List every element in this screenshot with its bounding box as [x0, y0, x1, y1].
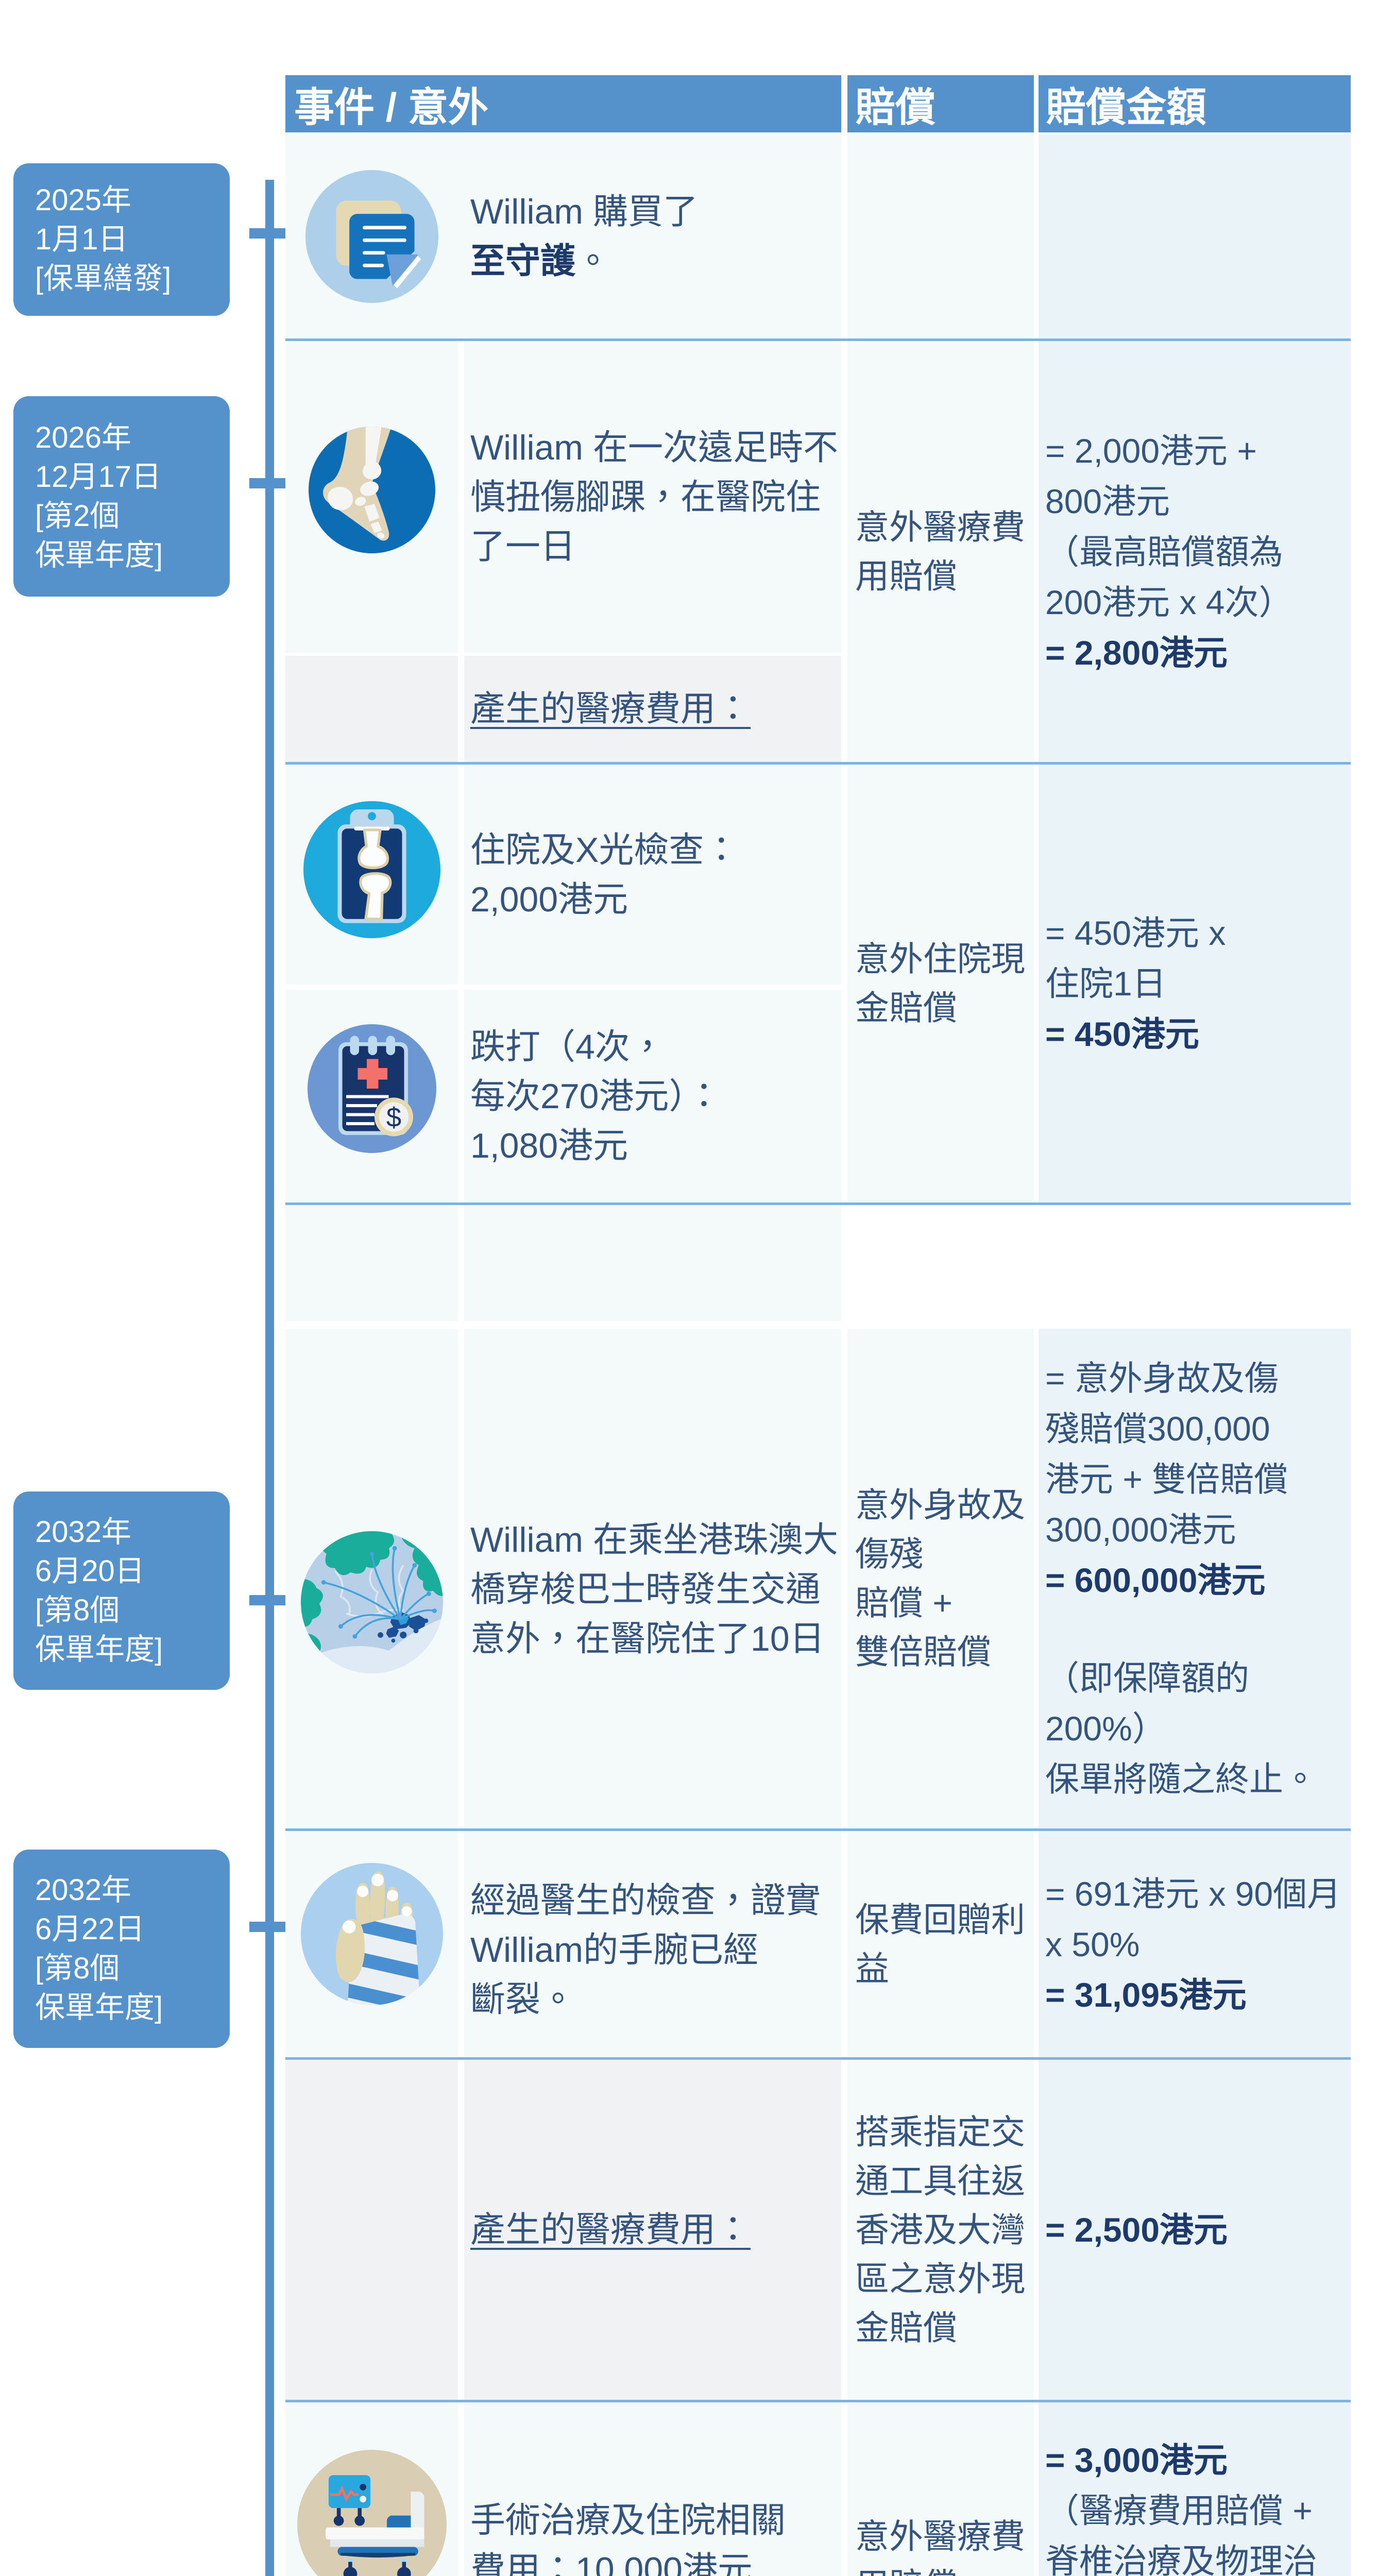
- hospital-cash-1-comp-cell: 意外住院現 金賠償: [847, 765, 1034, 1202]
- timeline-date-box-1: 2025年 1月1日 [保單繕發]: [13, 163, 230, 316]
- wrist-icon-cell: [285, 1831, 458, 2057]
- purchase-tail: 。: [575, 242, 611, 281]
- wrist-event-text: 經過醫生的檢查，證實 William的手腕已經 斷裂。: [470, 1880, 821, 2019]
- medical-receipt-icon: $: [307, 1024, 436, 1153]
- bus-comp-cell: 意外身故及 傷殘 賠償 + 雙倍賠償: [847, 1329, 1034, 1828]
- timeline-tick-3: [249, 1595, 290, 1605]
- ankle-event-text: William 在一次遠足時不 慎扭傷腳踝，在醫院住 了一日: [470, 428, 838, 566]
- purchase-amount-cell: [1039, 134, 1351, 338]
- surgery-amount-note: （醫療費用賠償 + 脊椎治療及物理治 療的最高賠償限 額）: [1045, 2492, 1317, 2576]
- bus-amount-note: （即保障額的 200%） 保單將隨之終止。: [1045, 1659, 1317, 1798]
- hospital-cash-1-amount-text: = 450港元 x 住院1日: [1045, 914, 1226, 1003]
- ankle-icon-cell: [285, 341, 458, 653]
- timeline-tick-1: [249, 228, 290, 239]
- transport-amount-total: = 2,500港元: [1045, 2211, 1228, 2249]
- wrist-cast-icon: [300, 1862, 443, 2005]
- surgery-amount-total: = 3,000港元: [1045, 2441, 1228, 2479]
- separator-4: [285, 1828, 1351, 1831]
- wrist-comp-cell: 保費回贈利 益: [847, 1831, 1034, 2057]
- medical-fees-1-desc-cell: 產生的醫療費用：: [464, 656, 841, 762]
- timeline-date-3: 2032年 6月20日 [第8個 保單年度]: [35, 1515, 163, 1666]
- surgery-amount-cell: = 3,000港元 （醫療費用賠償 + 脊椎治療及物理治 療的最高賠償限 額）: [1039, 2402, 1351, 2576]
- bus-event-text: William 在乘坐港珠澳大 橋穿梭巴士時發生交通 意外，在醫院住了10日: [470, 1520, 838, 1658]
- medical-fees-2-desc-cell: 產生的醫療費用：: [464, 2060, 841, 2400]
- surgery-desc-cell: 手術治療及住院相關 費用：10,000港元: [464, 2402, 841, 2576]
- bus-desc-cell: William 在乘坐港珠澳大 橋穿梭巴士時發生交通 意外，在醫院住了10日: [464, 1329, 841, 1828]
- medical-fees-2-label: 產生的醫療費用：: [470, 2210, 751, 2249]
- hospital-cash-1-comp-text: 意外住院現 金賠償: [855, 940, 1025, 1027]
- separator-3: [285, 1202, 1351, 1205]
- header-amount-column: 賠償金額: [1039, 75, 1351, 132]
- header-amount-label: 賠償金額: [1046, 84, 1207, 130]
- separator-5: [285, 2057, 1351, 2060]
- ankle-comp-text: 意外醫療費 用賠償: [855, 507, 1025, 595]
- timeline-tick-2: [249, 478, 290, 488]
- bus-comp-text: 意外身故及 傷殘 賠償 + 雙倍賠償: [855, 1486, 1025, 1671]
- separator-6: [285, 2400, 1351, 2402]
- wrist-amount-total: = 31,095港元: [1045, 1975, 1247, 2014]
- transport-comp-text: 搭乘指定交 通工具往返 香港及大灣 區之意外現 金賠償: [855, 2112, 1025, 2347]
- wrist-comp-text: 保費回贈利 益: [855, 1900, 1025, 1988]
- purchase-event-cell: William 購買了 至守護。: [285, 134, 841, 338]
- separator-2: [285, 762, 1351, 765]
- bus-amount-text: = 意外身故及傷 殘賠償300,000 港元 + 雙倍賠償 300,000港元: [1045, 1359, 1288, 1549]
- purchase-comp-cell: [847, 134, 1034, 338]
- header-event-label: 事件 / 意外: [294, 84, 489, 130]
- timeline-date-box-4: 2032年 6月22日 [第8個 保單年度]: [13, 1850, 230, 2048]
- bus-icon-cell: [285, 1329, 458, 1828]
- ankle-desc-cell: William 在一次遠足時不 慎扭傷腳踝，在醫院住 了一日: [464, 341, 841, 653]
- hospital-cash-1-amount-total: = 450港元: [1045, 1015, 1199, 1053]
- transport-comp-cell: 搭乘指定交 通工具往返 香港及大灣 區之意外現 金賠償: [847, 2060, 1034, 2400]
- header-comp-column: 賠償: [847, 75, 1034, 132]
- svg-text:$: $: [386, 1103, 401, 1133]
- wrist-desc-cell: 經過醫生的檢查，證實 William的手腕已經 斷裂。: [464, 1831, 841, 2057]
- purchase-text: William 購買了 至守護。: [470, 187, 698, 286]
- bonesetter-icon-cell: $: [285, 990, 458, 1202]
- separator-1: [285, 338, 1351, 341]
- policy-document-icon: [305, 170, 438, 303]
- greater-bay-area-map-icon: [300, 1531, 443, 1673]
- header-event-column: 事件 / 意外: [285, 75, 841, 132]
- purchase-line1: William 購買了: [470, 192, 698, 231]
- timeline-tick-4: [249, 1922, 290, 1932]
- ankle-amount-cell: = 2,000港元 + 800港元 （最高賠償額為 200港元 x 4次） = …: [1039, 341, 1351, 762]
- header-comp-label: 賠償: [855, 84, 936, 130]
- medical-fees-1-icon-cell: [285, 656, 458, 762]
- bonesetter-desc-cell: 跌打（4次， 每次270港元）： 1,080港元: [464, 990, 841, 1202]
- timeline-date-box-2: 2026年 12月17日 [第2個 保單年度]: [13, 396, 230, 597]
- spacer-icon-cell: [285, 1205, 458, 1321]
- xray-icon: [303, 801, 440, 938]
- wrist-amount-text: = 691港元 x 90個月 x 50%: [1045, 1874, 1341, 1963]
- ankle-amount-total: = 2,800港元: [1045, 633, 1228, 672]
- transport-amount-cell: = 2,500港元: [1039, 2060, 1351, 2400]
- timeline-date-1: 2025年 1月1日 [保單繕發]: [35, 183, 172, 295]
- medical-fees-2-icon-cell: [285, 2060, 458, 2400]
- xray-text: 住院及X光檢查： 2,000港元: [470, 830, 739, 919]
- surgery-icon-cell: [285, 2402, 458, 2576]
- xray-icon-cell: [285, 765, 458, 985]
- bus-amount-cell: = 意外身故及傷 殘賠償300,000 港元 + 雙倍賠償 300,000港元 …: [1039, 1329, 1351, 1828]
- timeline-date-2: 2026年 12月17日 [第2個 保單年度]: [35, 420, 163, 572]
- surgery-comp-cell: 意外醫療費 用賠償: [847, 2402, 1034, 2576]
- ankle-injury-icon: [308, 427, 435, 553]
- hospital-cash-1-amount-cell: = 450港元 x 住院1日 = 450港元: [1039, 765, 1351, 1202]
- surgery-event-text: 手術治療及住院相關 費用：10,000港元: [470, 2501, 786, 2576]
- ankle-amount-text: = 2,000港元 + 800港元 （最高賠償額為 200港元 x 4次）: [1045, 431, 1293, 621]
- bonesetter-text: 跌打（4次， 每次270港元）： 1,080港元: [470, 1027, 722, 1165]
- ankle-comp-cell: 意外醫療費 用賠償: [847, 341, 1034, 762]
- spacer-desc-cell: [464, 1205, 841, 1321]
- bus-amount-total: = 600,000港元: [1045, 1561, 1266, 1599]
- medical-fees-1-label: 產生的醫療費用：: [470, 689, 751, 728]
- timeline-date-box-3: 2032年 6月20日 [第8個 保單年度]: [13, 1492, 230, 1690]
- xray-desc-cell: 住院及X光檢查： 2,000港元: [464, 765, 841, 985]
- timeline-date-4: 2032年 6月22日 [第8個 保單年度]: [35, 1873, 163, 2024]
- hospital-bed-icon: [297, 2450, 447, 2576]
- medical-fees-2-text: 產生的醫療費用：: [470, 2205, 841, 2255]
- timeline-line: [265, 180, 274, 2576]
- medical-fees-1-text: 產生的醫療費用：: [470, 684, 841, 734]
- surgery-comp-text: 意外醫療費 用賠償: [855, 2517, 1025, 2576]
- wrist-amount-cell: = 691港元 x 90個月 x 50% = 31,095港元: [1039, 1831, 1351, 2057]
- purchase-product-name: 至守護: [470, 242, 576, 281]
